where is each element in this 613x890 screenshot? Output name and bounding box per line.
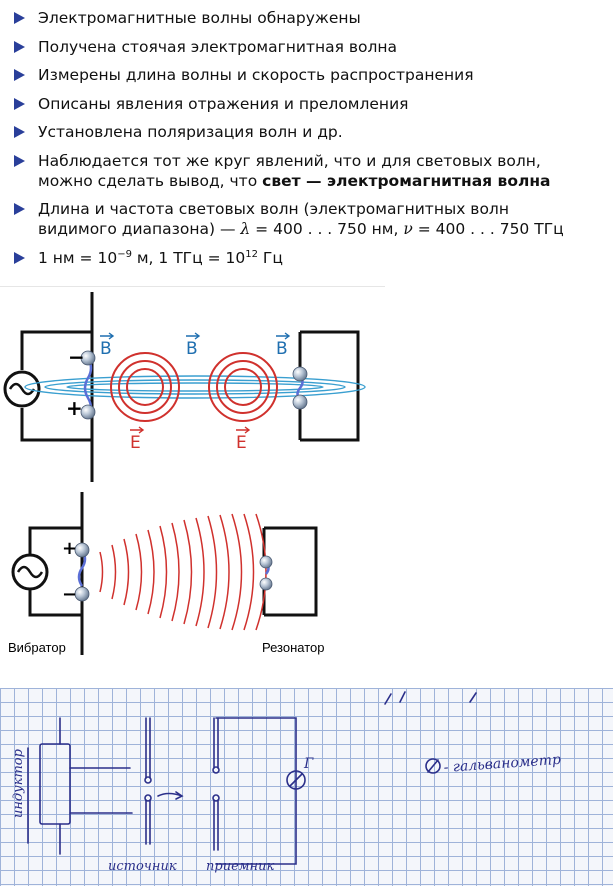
source-label: источник [108, 859, 177, 874]
b-label-mid: B [186, 339, 198, 359]
minus-sign: − [68, 345, 85, 369]
bullet-triangle-icon [14, 203, 25, 215]
divider [0, 286, 385, 287]
nu-symbol: ν [403, 220, 413, 238]
notebook-photo: индуктор Г - гальванометр источник прием… [0, 688, 613, 886]
vibrator-resonator-diagram: + − Вибратор Резонатор [8, 492, 324, 655]
list-item-conclusion: Наблюдается тот же круг явлений, что и д… [14, 151, 604, 191]
e-label-right: E [236, 433, 247, 453]
list-item: Измерены длина волны и скорость распрост… [14, 65, 604, 85]
hand-sketch: индуктор Г - гальванометр источник прием… [11, 691, 561, 874]
bullet-triangle-icon [14, 40, 25, 53]
galvanometer-mark: Г [303, 756, 314, 772]
bullet-triangle-icon [14, 126, 25, 138]
bullet-triangle-icon [14, 12, 25, 24]
list-item-range: Длина и частота световых волн (электрома… [14, 199, 604, 239]
conclusion-bold: свет — электромагнитная волна [262, 171, 551, 190]
bullet-triangle-icon [14, 154, 25, 167]
b-field-lines [24, 375, 366, 399]
b-label-left: B [100, 339, 112, 359]
vibrator-label: Вибратор [8, 640, 66, 655]
bullet-triangle-icon [14, 97, 25, 110]
receiver-label: приемник [206, 859, 274, 874]
plus-sign: + [62, 538, 77, 559]
list-item: Установлена поляризация волн и др. [14, 122, 604, 142]
lambda-symbol: λ [240, 220, 251, 238]
list-item-units: 1 нм = 10−9 м, 1 ТГц = 1012 Гц [14, 248, 604, 268]
bullet-triangle-icon [14, 69, 25, 81]
plus-sign: + [66, 396, 83, 420]
bullet-triangle-icon [14, 251, 25, 264]
minus-sign: − [62, 584, 77, 605]
e-field-lines [110, 352, 278, 422]
resonator-label: Резонатор [262, 640, 324, 655]
bullet-list: Электромагнитные волны обнаружены Получе… [14, 8, 604, 276]
wavefronts [99, 513, 267, 631]
e-label-left: E [130, 433, 141, 453]
standing-wave-diagram: − + B B B E E [3, 292, 366, 482]
galvanometer-legend: - гальванометр [443, 752, 561, 776]
list-item: Электромагнитные волны обнаружены [14, 8, 604, 28]
list-item: Описаны явления отражения и преломления [14, 94, 604, 114]
inductor-label: индуктор [11, 748, 26, 818]
list-item: Получена стоячая электромагнитная волна [14, 37, 604, 57]
b-label-right: B [276, 339, 288, 359]
